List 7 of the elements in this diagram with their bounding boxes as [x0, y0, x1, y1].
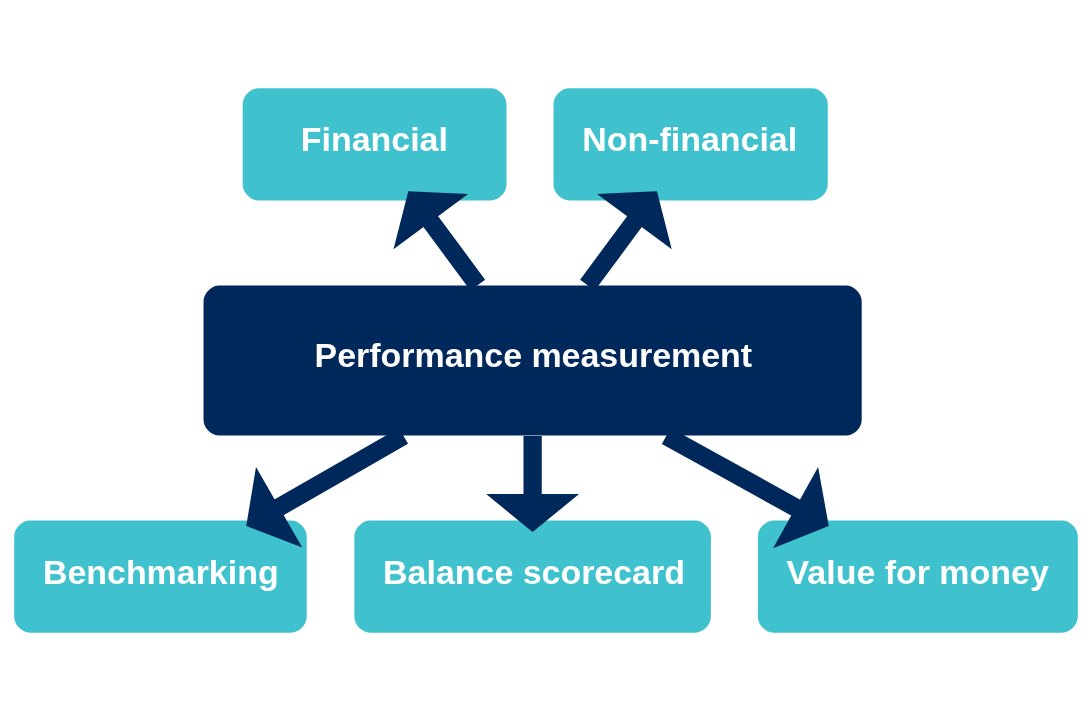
- node-box: Financial: [242, 87, 507, 201]
- node-box: Value for money: [757, 519, 1078, 633]
- node-box: Balance scorecard: [354, 519, 711, 633]
- node-box: Non-financial: [553, 87, 828, 201]
- arrow: [486, 435, 580, 532]
- node-box: Performance measurement: [203, 284, 862, 436]
- node-box: Benchmarking: [14, 519, 307, 633]
